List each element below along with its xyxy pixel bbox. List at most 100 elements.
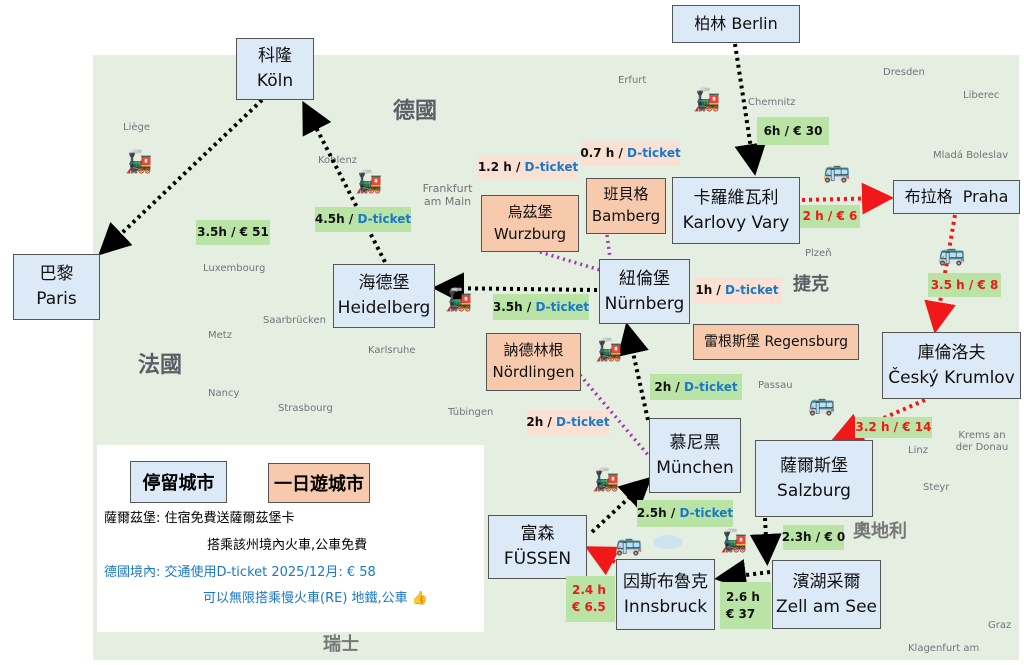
city-karlovy-vary[interactable]: 卡羅維瓦利 Karlovy Vary xyxy=(672,177,800,244)
bus-icon: 🚌 xyxy=(808,392,836,417)
city-zell-am-see[interactable]: 濱湖采爾 Zell am See xyxy=(772,560,881,629)
legend-note-dticket-price: 德國境內: 交通使用D-ticket 2025/12月: € 58 xyxy=(104,565,376,580)
legend-panel: 停留城市 一日遊城市 薩爾茲堡: 住宿免費送薩爾茲堡卡 搭乘該州境內火車,公車免… xyxy=(97,445,484,632)
city-label-en: Paris xyxy=(36,289,77,309)
city-label-en: Innsbruck xyxy=(623,596,708,617)
route-nurnberg-heidelberg xyxy=(432,272,598,305)
bus-icon: 🚌 xyxy=(823,159,851,184)
city-label-zh: 富森 xyxy=(520,524,555,545)
country-label-czech: 捷克 xyxy=(793,274,829,295)
legend-day-trip-city: 一日遊城市 xyxy=(268,463,370,503)
route-label-koln-paris: 3.5h / € 51 xyxy=(196,220,270,245)
route-label-bamberg: 0.7 h / D-ticket xyxy=(580,141,681,166)
city-label-zh: 烏茲堡 xyxy=(507,202,553,221)
city-fussen[interactable]: 富森 FÜSSEN xyxy=(488,515,587,579)
city-salzburg[interactable]: 薩爾斯堡 Salzburg xyxy=(755,440,873,517)
town-label: Klagenfurt am xyxy=(908,643,980,654)
city-heidelberg[interactable]: 海德堡 Heidelberg xyxy=(333,264,435,328)
city-label-zh: 訥德林根 xyxy=(503,341,564,360)
city-regensburg[interactable]: 雷根斯堡 Regensburg xyxy=(693,324,859,360)
city-label-zh: 濱湖采爾 xyxy=(792,571,861,592)
route-label-regensburg: 1h / D-ticket xyxy=(693,278,781,303)
route-label-salzburg-zell: 2.3h / € 0 xyxy=(782,525,845,550)
legend-note-free-transport: 搭乘該州境內火車,公車免費 xyxy=(207,538,368,553)
town-label: Linz xyxy=(908,445,928,456)
route-label-zell-innsbruck: 2.6 h€ 37 xyxy=(720,582,771,629)
train-icon: 🚂 xyxy=(445,288,473,313)
route-label-nordlingen: 2h / D-ticket xyxy=(526,410,610,435)
city-label-zh: 庫倫洛夫 xyxy=(917,342,986,363)
city-cesky-krumlov[interactable]: 庫倫洛夫 Český Krumlov xyxy=(882,332,1021,399)
route-label-karlovy-praha: 2 h / € 6 xyxy=(800,205,860,228)
town-label: Liberec xyxy=(963,90,1000,101)
city-label-en: Karlovy Vary xyxy=(682,212,790,233)
town-label: Luxembourg xyxy=(203,263,266,274)
city-label-zh: 卡羅維瓦利 xyxy=(693,187,779,208)
route-label-praha-krumlov: 3.5 h / € 8 xyxy=(928,273,1001,297)
town-label: Tübingen xyxy=(448,407,494,418)
city-label-en: Bamberg xyxy=(591,207,661,225)
city-label-en: Nürnberg xyxy=(604,293,685,314)
route-berlin-karlovy xyxy=(733,43,767,176)
bus-icon: 🚌 xyxy=(938,242,966,267)
route-bamberg xyxy=(605,234,612,259)
city-koln[interactable]: 科隆 Köln xyxy=(236,38,314,100)
route-innsbruck-fussen xyxy=(584,546,621,576)
city-label-zh: 紐倫堡 xyxy=(619,268,670,289)
town-label: Saarbrücken xyxy=(263,315,326,326)
town-label: Dresden xyxy=(883,67,925,78)
city-label: 柏林 Berlin xyxy=(694,14,778,34)
town-label: Strasbourg xyxy=(278,403,333,414)
town-label: Frankfurt am Main xyxy=(422,182,473,208)
city-label-zh: 海德堡 xyxy=(358,273,410,294)
bus-icon: 🚌 xyxy=(615,532,643,557)
city-berlin[interactable]: 柏林 Berlin xyxy=(672,5,800,43)
route-karlovy-praha xyxy=(801,182,894,215)
route-label-munchen-nurnberg: 2h / D-ticket xyxy=(650,374,742,400)
city-label-zh: 薩爾斯堡 xyxy=(780,455,848,476)
route-heidelberg-koln xyxy=(302,100,387,263)
country-label-austria: 奧地利 xyxy=(853,521,907,542)
city-nurnberg[interactable]: 紐倫堡 Nürnberg xyxy=(599,259,690,324)
route-label-berlin-karlovy: 6h / € 30 xyxy=(757,117,829,145)
city-wurzburg[interactable]: 烏茲堡 Wurzburg xyxy=(481,195,579,252)
town-label: Liège xyxy=(123,122,151,133)
city-label-en: Heidelberg xyxy=(337,298,431,318)
town-label: Koblenz xyxy=(318,155,358,166)
route-munchen-nurnberg xyxy=(617,322,650,421)
city-label-en: Salzburg xyxy=(777,480,851,501)
route-zell-innsbruck xyxy=(714,559,771,591)
country-label-france: 法國 xyxy=(138,353,183,378)
train-icon: 🚂 xyxy=(355,170,383,195)
city-label: 布拉格 Praha xyxy=(904,187,1009,207)
legend-note-dticket-usage: 可以無限搭乘慢火車(RE) 地鐵,公車 👍 xyxy=(203,591,428,606)
route-salzburg-zell xyxy=(749,517,782,566)
town-label: Nancy xyxy=(208,388,240,399)
train-icon: 🚂 xyxy=(693,88,721,113)
town-label: Karlsruhe xyxy=(368,345,416,356)
city-label-zh: 慕尼黑 xyxy=(669,432,721,453)
town-label: Mladá Boleslav xyxy=(933,150,1009,161)
city-label-zh: 科隆 xyxy=(258,46,292,67)
town-label: Chemnitz xyxy=(748,97,796,108)
route-label-heidelberg-koln: 4.5h / D-ticket xyxy=(315,207,411,232)
route-label-nurnberg-heidelberg: 3.5h / D-ticket xyxy=(493,294,589,320)
route-fussen-munchen xyxy=(590,476,652,534)
city-label-en: Český Krumlov xyxy=(888,367,1015,388)
route-label-fussen-munchen: 2.5h / D-ticket xyxy=(637,500,733,527)
city-label-en: Wurzburg xyxy=(493,224,567,243)
legend-note-salzburg-card: 薩爾茲堡: 住宿免費送薩爾茲堡卡 xyxy=(104,511,295,526)
city-label-en: Köln xyxy=(256,71,294,91)
town-label: Steyr xyxy=(923,482,950,493)
city-label-en: FÜSSEN xyxy=(503,549,572,569)
city-praha[interactable]: 布拉格 Praha xyxy=(893,180,1020,214)
town-label: Metz xyxy=(208,330,232,341)
city-label-en: Zell am See xyxy=(775,596,878,617)
route-praha-krumlov xyxy=(924,214,957,334)
